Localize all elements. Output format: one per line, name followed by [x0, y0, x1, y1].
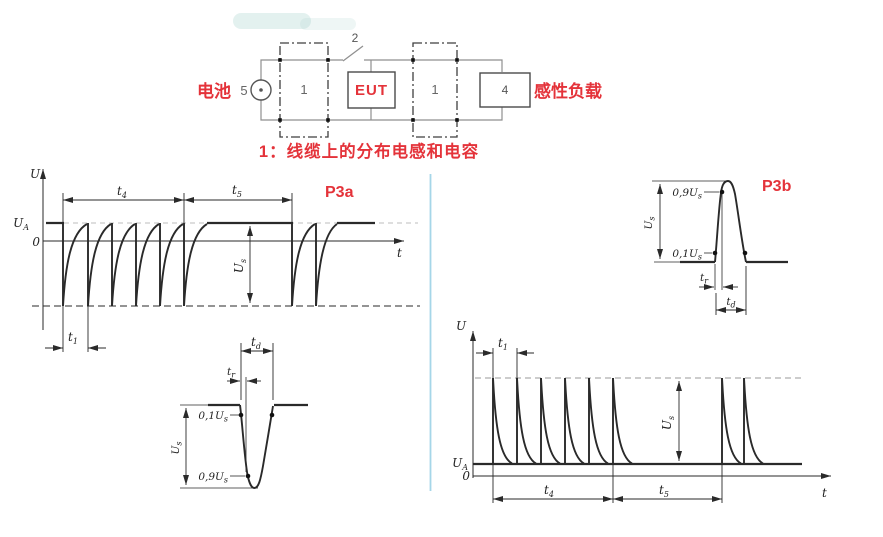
p3b-09us-label: 0,9Us: [672, 187, 702, 201]
eut-label: EUT: [355, 82, 388, 99]
p3a-td-label: td: [251, 335, 261, 351]
circuit-caption: 1：线缆上的分布电感和电容: [259, 141, 479, 161]
p3a-09us-label: 0,9Us: [198, 471, 228, 485]
p3b-01us-label: 0,1Us: [672, 248, 702, 262]
p3a-t1-label: t1: [68, 330, 78, 346]
p3b-us-label: Us: [660, 416, 676, 430]
load-ref: 4: [502, 83, 509, 97]
p3b-zero-label: 0: [462, 469, 470, 483]
p3b-t5-label: t5: [659, 483, 669, 499]
p3a-train-chart: P3a U t UA 0 t: [13, 167, 420, 352]
switch-blade: [342, 45, 364, 62]
p3b-pulse-detail: P3b 0,9Us 0,1Us Us tr td: [643, 178, 792, 315]
line-impedance-box-right: [412, 42, 458, 138]
p3b-td-label: td: [726, 296, 735, 310]
p3a-tr-label: tr: [227, 366, 236, 380]
p3a-x-label: t: [397, 246, 402, 260]
p3a-01us-label: 0,1Us: [198, 410, 228, 424]
p3a-us-label: Us: [232, 259, 248, 273]
battery-label: 电池: [197, 81, 231, 101]
p3a-pulse-detail: td tr 0,1Us 0,9Us Us: [170, 335, 308, 489]
p3a-title: P3a: [325, 184, 354, 201]
p3b-train-chart: U t UA 0 t1 Us: [452, 319, 831, 503]
circuit-diagram: 电池 5 1 2 EUT 1 4 感性负载 1：线缆上的分布电感和电容: [197, 31, 602, 161]
p3b-t1-label: t1: [498, 336, 508, 352]
connection-dots: [278, 58, 459, 122]
p3a-zero-label: 0: [32, 235, 40, 249]
p3b-y-label: U: [456, 319, 467, 333]
p3b-tr-label: tr: [700, 272, 709, 286]
p3a-ua-label: UA: [13, 216, 29, 232]
battery-center-dot: [259, 88, 263, 92]
p3b-ua-label: UA: [452, 456, 468, 472]
p3a-y-label: U: [30, 167, 41, 181]
wires: [260, 45, 503, 121]
line-box-left-ref: 1: [300, 82, 307, 97]
watermark: [233, 13, 356, 30]
p3b-x-label: t: [822, 486, 827, 500]
load-label: 感性负载: [534, 81, 602, 101]
p3b-detail-pulse: [714, 180, 747, 263]
battery-ref: 5: [240, 83, 247, 98]
switch-ref: 2: [352, 31, 359, 45]
p3a-detail-pulse: [239, 404, 274, 489]
line-box-right-ref: 1: [431, 82, 438, 97]
p3b-title: P3b: [762, 178, 792, 195]
p3b-pulses: [492, 377, 764, 465]
line-impedance-box-left: [279, 42, 329, 138]
p3a-detail-us-label: Us: [170, 442, 184, 455]
load-box: [479, 72, 531, 108]
p3a-t4-label: t4: [117, 184, 127, 200]
p3b-detail-us-label: Us: [643, 217, 657, 230]
p3b-t4-label: t4: [544, 483, 554, 499]
p3a-t5-label: t5: [232, 183, 242, 199]
eut-box: [347, 71, 396, 109]
p3a-pulses: [62, 223, 338, 307]
